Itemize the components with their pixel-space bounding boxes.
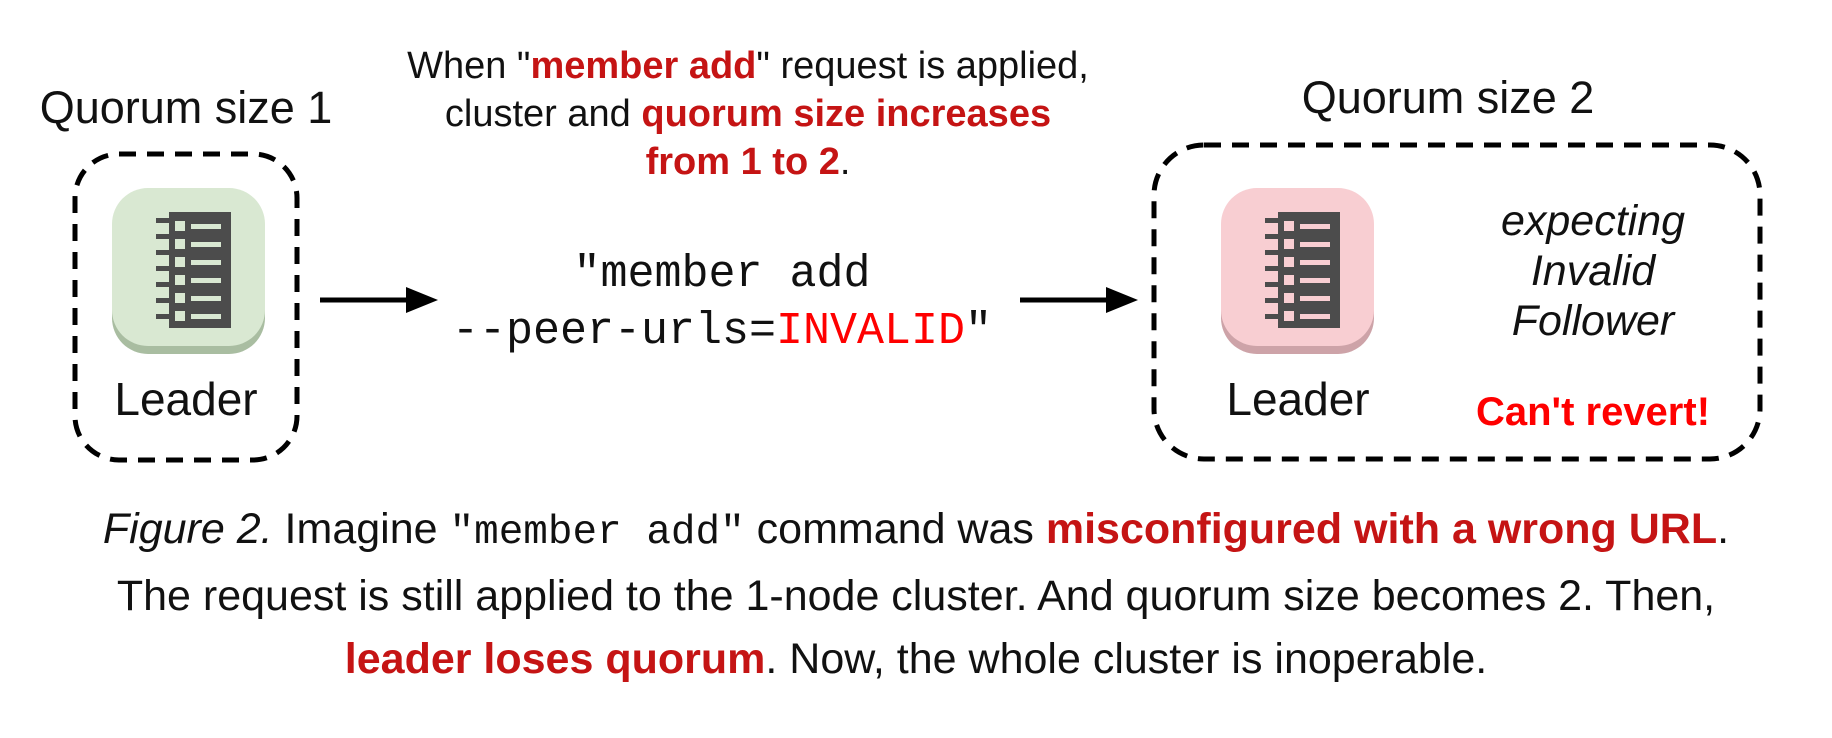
command-invalid-value: INVALID <box>776 306 966 357</box>
annotation-line-3: from 1 to 2. <box>645 141 851 183</box>
expecting-line-2: Invalid <box>1530 247 1656 295</box>
caption-misconfigured: misconfigured with a wrong URL <box>1045 505 1718 553</box>
left-arrow <box>320 287 438 313</box>
caption-line-2: The request is still applied to the 1-no… <box>116 572 1716 620</box>
cant-revert-warning: Can't revert! <box>1475 390 1711 434</box>
right-cluster-title: Quorum size 2 <box>1301 72 1595 123</box>
expecting-line-3: Follower <box>1511 297 1675 345</box>
left-cluster-title: Quorum size 1 <box>39 82 333 133</box>
leader-server-icon-bad <box>1221 188 1374 354</box>
caption-member-add-code: "member add" <box>449 510 745 556</box>
annotation-text: When "member add" request is applied, cl… <box>398 42 1098 186</box>
leader-server-icon <box>112 188 265 354</box>
expecting-line-1: expecting <box>1500 197 1686 245</box>
annotation-from-1-to-2: from 1 to 2 <box>645 141 840 183</box>
right-cluster-dashed-box <box>1151 142 1763 462</box>
caption-figure-label: Figure 2. <box>102 505 273 553</box>
annotation-member-add: member add <box>530 45 757 87</box>
left-leader-label: Leader <box>114 373 258 425</box>
annotation-quorum-increase: quorum size increases <box>641 93 1052 135</box>
figure-caption: Figure 2. Imagine "member add" command w… <box>0 498 1832 691</box>
caption-line-3: leader loses quorum. Now, the whole clus… <box>344 635 1488 683</box>
member-add-command: "member add --peer-urls=INVALID" <box>372 246 1072 360</box>
command-line-2: --peer-urls=INVALID" <box>451 306 993 357</box>
left-cluster-dashed-box <box>72 151 300 463</box>
right-leader-label: Leader <box>1226 373 1370 425</box>
annotation-line-1: When "member add" request is applied, <box>407 45 1089 87</box>
annotation-line-2: cluster and quorum size increases <box>444 93 1052 135</box>
expecting-invalid-follower-text: expecting Invalid Follower <box>1443 196 1743 346</box>
caption-line-1: Figure 2. Imagine "member add" command w… <box>102 505 1730 556</box>
right-arrow <box>1020 287 1138 313</box>
command-line-1: "member add <box>573 249 871 300</box>
caption-leader-loses-quorum: leader loses quorum <box>344 635 766 683</box>
